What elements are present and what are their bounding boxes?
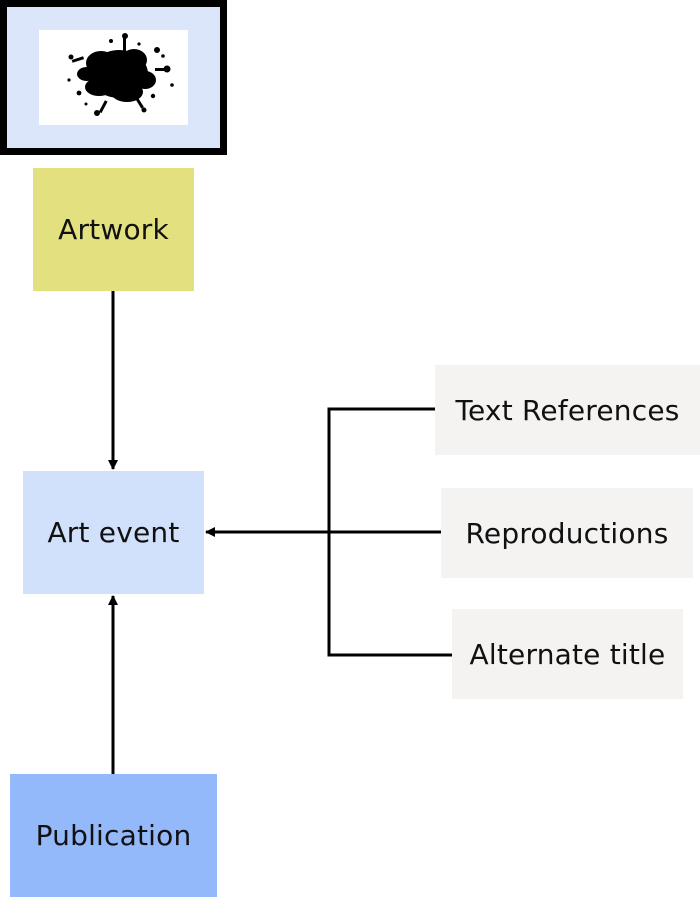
ink-splatter-icon xyxy=(67,33,174,116)
artwork-label: Artwork xyxy=(58,213,169,246)
artwork-node: Artwork xyxy=(33,168,194,291)
publication-node: Publication xyxy=(10,774,217,897)
alternate-title-node: Alternate title xyxy=(452,609,683,699)
alternate-title-label: Alternate title xyxy=(469,637,666,671)
art-event-node: Art event xyxy=(23,471,204,594)
artwork-picture-frame xyxy=(0,0,227,155)
text-references-node: Text References xyxy=(435,365,700,455)
text-references-label: Text References xyxy=(455,393,680,427)
artwork-picture xyxy=(39,30,188,125)
publication-label: Publication xyxy=(35,819,192,852)
reproductions-node: Reproductions xyxy=(441,488,693,578)
reproductions-label: Reproductions xyxy=(465,516,669,550)
art-event-label: Art event xyxy=(47,516,180,549)
